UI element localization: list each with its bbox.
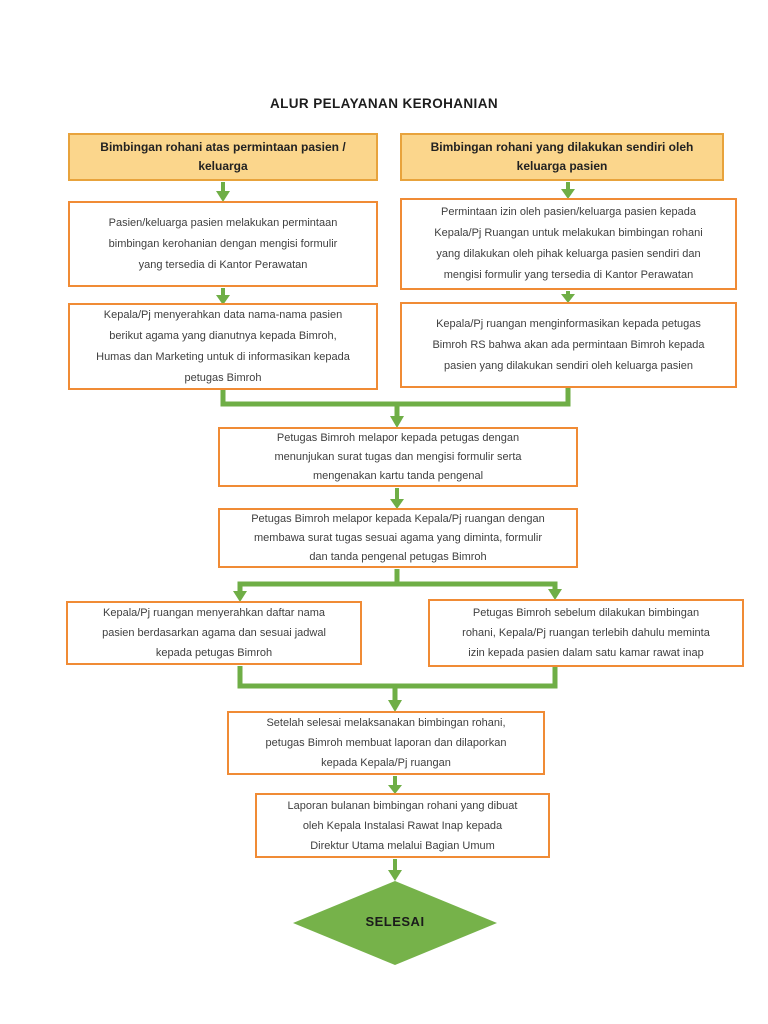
branch-header-left: Bimbingan rohani atas permintaan pasien … xyxy=(68,133,378,181)
arrowhead-down-icon xyxy=(561,189,575,199)
flow-box-right-3: Petugas Bimroh sebelum dilakukan bimbing… xyxy=(428,599,744,667)
flow-box-center-3: Setelah selesai melaksanakan bimbingan r… xyxy=(227,711,545,775)
flow-box-text: Permintaan izin oleh pasien/keluarga pas… xyxy=(434,206,703,281)
arrowhead-down-icon xyxy=(216,295,230,305)
flow-box-text: Kepala/Pj menyerahkan data nama-nama pas… xyxy=(96,308,350,384)
flow-box-text: Setelah selesai melaksanakan bimbingan r… xyxy=(265,717,507,769)
arrowhead-down-icon xyxy=(388,870,402,881)
flow-box-text: Petugas Bimroh melapor kepada petugas de… xyxy=(274,431,522,482)
terminator-diamond xyxy=(293,881,497,965)
flow-box-left-3: Kepala/Pj ruangan menyerahkan daftar nam… xyxy=(66,601,362,665)
arrowhead-down-icon xyxy=(388,700,402,712)
flow-box-right-1: Permintaan izin oleh pasien/keluarga pas… xyxy=(400,198,737,290)
flow-box-left-2: Kepala/Pj menyerahkan data nama-nama pas… xyxy=(68,303,378,390)
arrowhead-down-icon xyxy=(216,191,230,202)
arrowhead-down-icon xyxy=(233,591,247,602)
split-line-left xyxy=(237,569,400,592)
flow-box-text: Pasien/keluarga pasien melakukan permint… xyxy=(108,216,338,271)
flow-box-center-2: Petugas Bimroh melapor kepada Kepala/Pj … xyxy=(218,508,578,568)
split-line-right xyxy=(397,581,558,590)
arrowhead-down-icon xyxy=(390,416,404,428)
arrowhead-down-icon xyxy=(548,589,562,600)
flow-box-right-2: Kepala/Pj ruangan menginformasikan kepad… xyxy=(400,302,737,388)
flow-box-text: Laporan bulanan bimbingan rohani yang di… xyxy=(287,799,518,852)
flow-box-center-1: Petugas Bimroh melapor kepada petugas de… xyxy=(218,427,578,487)
flow-box-text: Petugas Bimroh sebelum dilakukan bimbing… xyxy=(462,607,710,659)
flow-box-left-1: Pasien/keluarga pasien melakukan permint… xyxy=(68,201,378,287)
terminator-label: SELESAI xyxy=(365,914,425,929)
arrowhead-down-icon xyxy=(388,785,402,794)
arrowhead-down-icon xyxy=(390,499,404,509)
arrowhead-down-icon xyxy=(561,294,575,303)
branch-header-left-label: Bimbingan rohani atas permintaan pasien … xyxy=(100,140,346,173)
branch-header-right-label: Bimbingan rohani yang dilakukan sendiri … xyxy=(430,140,694,173)
flow-box-text: Kepala/Pj ruangan menginformasikan kepad… xyxy=(432,317,705,372)
flow-box-text: Petugas Bimroh melapor kepada Kepala/Pj … xyxy=(251,512,545,563)
branch-header-right: Bimbingan rohani yang dilakukan sendiri … xyxy=(400,133,724,181)
merge-line-2 xyxy=(237,666,558,689)
flow-box-center-4: Laporan bulanan bimbingan rohani yang di… xyxy=(255,793,550,858)
flow-box-text: Kepala/Pj ruangan menyerahkan daftar nam… xyxy=(102,607,326,659)
page-title: ALUR PELAYANAN KEROHANIAN xyxy=(269,96,499,111)
